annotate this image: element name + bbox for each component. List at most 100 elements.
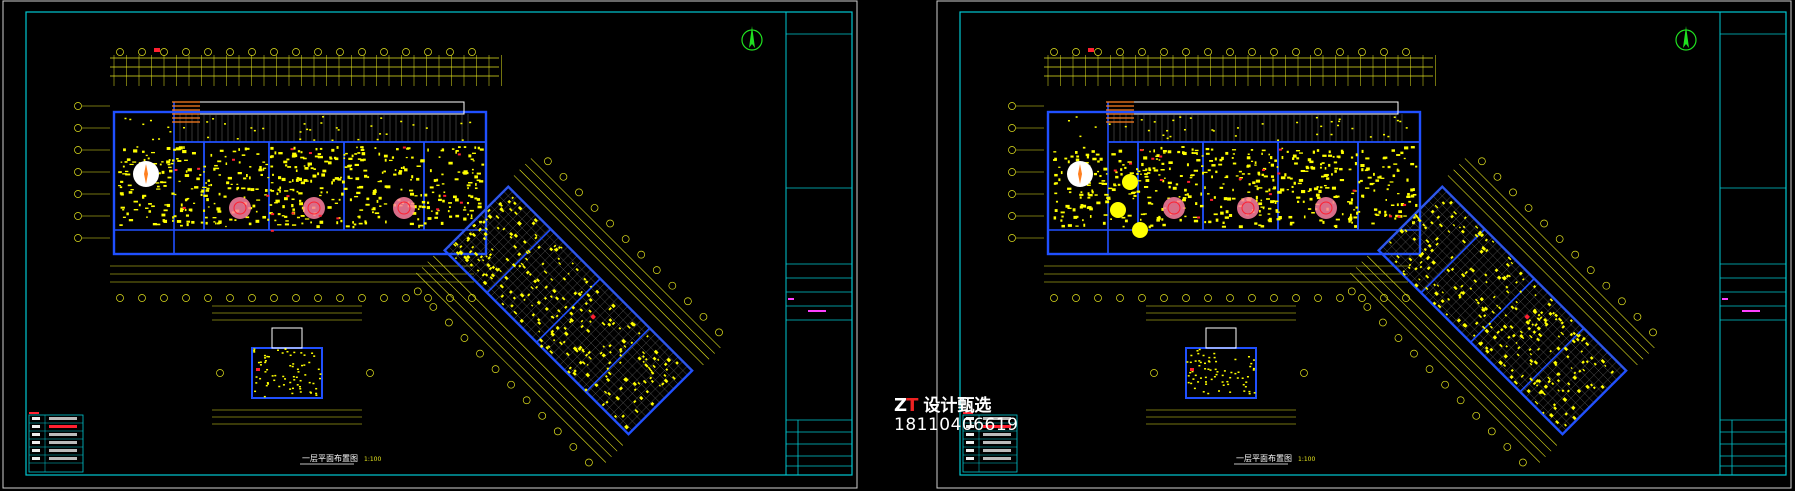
grid-axis-bubble — [74, 168, 82, 176]
grid-axis-bubble — [1493, 172, 1502, 181]
grid-axis-bubble — [1571, 250, 1580, 259]
annotation-tag — [286, 195, 290, 198]
annotation-tag — [1238, 178, 1242, 181]
grid-axis-bubble — [1363, 303, 1372, 311]
grid-axis-bubble — [380, 294, 388, 302]
watermark-logo: ZT — [894, 395, 918, 416]
grid-axis-bubble — [1138, 48, 1146, 56]
grid-axis-bubble — [216, 369, 224, 377]
annotation-tag — [1268, 193, 1272, 196]
annotation-tag — [1190, 368, 1194, 371]
annotation-tag — [290, 148, 294, 151]
exterior-wall — [1046, 110, 1422, 256]
grid-axis-bubble — [1478, 157, 1486, 166]
title-mark — [808, 310, 826, 312]
viewport-border — [2, 0, 858, 489]
title-mark — [1742, 310, 1760, 312]
grid-axis-bubble — [590, 204, 599, 212]
rug-pattern — [1163, 197, 1185, 219]
grid-axis-bubble — [1204, 48, 1212, 56]
annotation-tag — [1389, 215, 1393, 218]
grid-axis-bubble — [1008, 234, 1016, 242]
grid-axis-bubble — [336, 294, 344, 302]
grid-axis-bubble — [1380, 48, 1388, 56]
grid-axis-bubble — [1150, 369, 1158, 377]
grid-axis-bubble — [248, 294, 256, 302]
title-mark — [1722, 298, 1728, 300]
grid-axis-bubble — [160, 294, 168, 302]
grid-axis-bubble — [446, 48, 454, 56]
grid-axis-bubble — [445, 318, 453, 327]
grid-axis-bubble — [358, 294, 366, 302]
grid-axis-bubble — [1248, 48, 1256, 56]
annotation-tag — [266, 194, 270, 197]
annotation-tag — [443, 194, 447, 197]
annotation-tag — [1129, 162, 1133, 165]
exterior-wall — [112, 110, 488, 256]
grid-axis-bubble — [569, 443, 578, 451]
drawing-scale: 1:100 — [1298, 456, 1315, 463]
grid-axis-bubble — [160, 48, 168, 56]
grid-axis-bubble — [292, 48, 300, 56]
grid-axis-bubble — [1226, 48, 1234, 56]
annotation-tag — [1403, 203, 1407, 206]
grid-axis-bubble — [1008, 124, 1016, 132]
grid-axis-bubble — [468, 48, 476, 56]
grid-axis-bubble — [507, 380, 515, 389]
grid-axis-bubble — [248, 48, 256, 56]
title-block — [785, 11, 853, 476]
grid-axis-bubble — [1094, 48, 1102, 56]
table-round — [1110, 202, 1126, 218]
annotation-tag — [1277, 172, 1281, 175]
rug-pattern — [303, 197, 325, 219]
grid-axis-bubble — [1519, 458, 1527, 467]
annotation-tag — [1278, 148, 1282, 151]
partition-wall — [585, 327, 651, 393]
grid-axis-bubble — [1292, 294, 1300, 302]
rug-pattern — [1237, 197, 1259, 219]
annotation-tag — [232, 158, 236, 161]
drawing-title: 一层平面布置图 — [302, 453, 358, 463]
grid-axis-bubble — [226, 294, 234, 302]
north-arrow-icon — [741, 26, 763, 51]
partition-wall — [1420, 228, 1486, 294]
grid-axis-bubble — [538, 411, 547, 420]
diagonal-wing — [1347, 157, 1657, 467]
annotation-tag — [270, 229, 274, 232]
grid-axis-bubble — [1540, 219, 1548, 228]
grid-axis-bubble — [366, 369, 374, 377]
annotation-tag — [1113, 169, 1117, 172]
annotation-tag — [308, 152, 312, 155]
partition-wall — [1519, 327, 1585, 393]
grid-axis-bubble — [413, 287, 422, 296]
drawing-sheet-left[interactable]: 一层平面布置图 1:100 — [2, 0, 858, 489]
grid-axis-bubble — [606, 219, 614, 228]
annotation-tag — [1151, 157, 1155, 160]
annotation-tag — [271, 213, 275, 216]
grid-axis-bubble — [1160, 48, 1168, 56]
grid-axis-bubble — [1336, 48, 1344, 56]
grid-axis-bubble — [585, 458, 593, 467]
grid-axis-bubble — [1116, 294, 1124, 302]
watermark-name: 设计甄选 — [923, 395, 992, 416]
stair-hatch — [172, 101, 200, 123]
grid-axis-bubble — [270, 294, 278, 302]
grid-axis-bubble — [621, 235, 630, 243]
grid-axis-bubble — [74, 234, 82, 242]
grid-axis-bubble — [314, 48, 322, 56]
grid-axis-bubble — [1050, 48, 1058, 56]
grid-axis-bubble — [1270, 48, 1278, 56]
annotation-tag — [459, 201, 463, 204]
grid-axis-bubble — [182, 294, 190, 302]
title-block — [1719, 11, 1787, 476]
grid-axis-bubble — [1555, 235, 1564, 243]
grid-axis-bubble — [1425, 365, 1434, 373]
table-round — [1122, 174, 1138, 190]
grid-axis-bubble — [1160, 294, 1168, 302]
drawing-scale: 1:100 — [364, 456, 381, 463]
grid-axis-bubble — [715, 328, 723, 337]
grid-axis-bubble — [1292, 48, 1300, 56]
